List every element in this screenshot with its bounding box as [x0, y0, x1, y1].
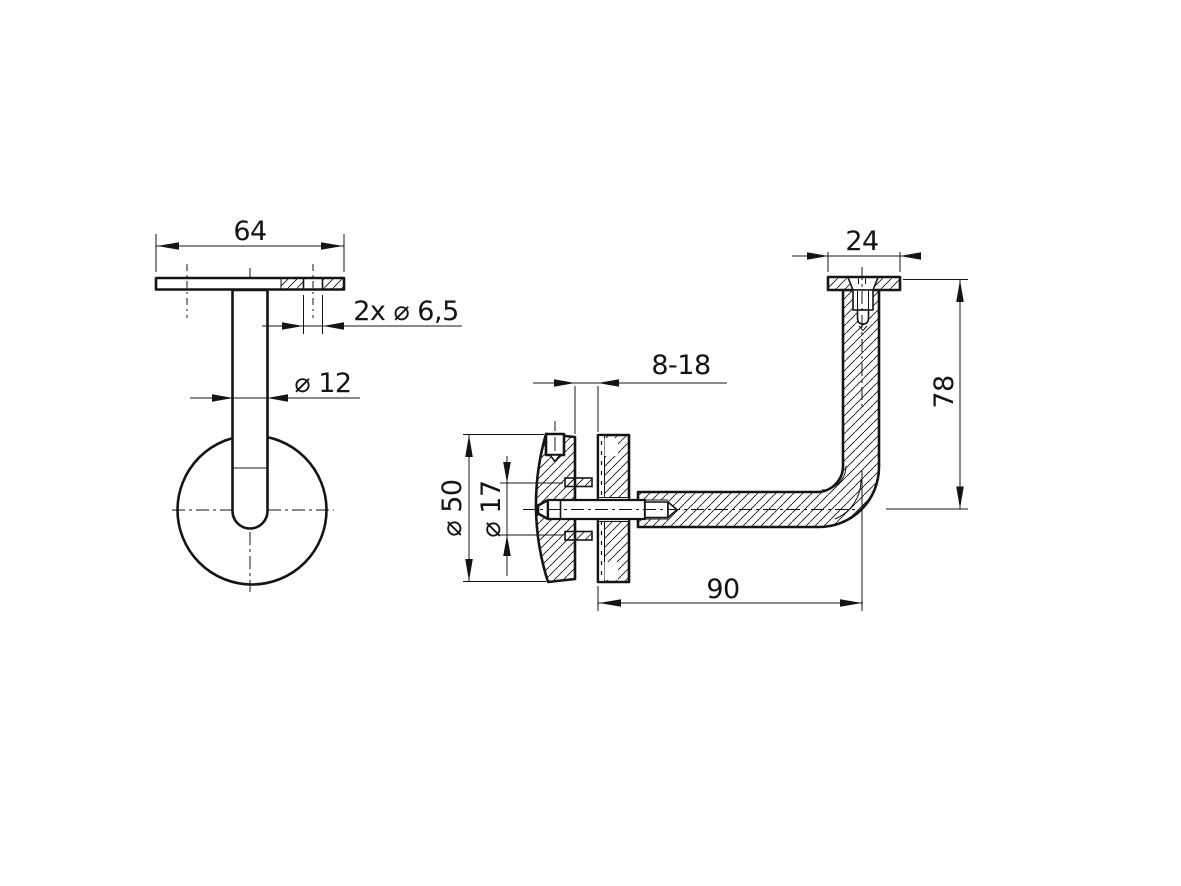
front-view: 64 2x ⌀ 6,5 ⌀ 12: [154, 216, 462, 592]
dim-90: 90: [597, 470, 863, 611]
dim-d17-label: ⌀ 17: [476, 480, 507, 537]
screw-tip: [856, 309, 870, 325]
boss-lip-bottom: [564, 530, 593, 541]
dim-24-label: 24: [845, 226, 878, 257]
plate-hatch-right: [323, 278, 343, 289]
countersunk-screw-head: [847, 276, 879, 291]
top-plate: [154, 276, 346, 291]
base-hole-top: [604, 438, 618, 456]
dim-holes: 2x ⌀ 6,5: [262, 295, 462, 334]
dim-8-18: 8-18: [533, 350, 727, 434]
dim-holes-label: 2x ⌀ 6,5: [353, 296, 459, 327]
post-shaft: [231, 288, 269, 530]
bracket-arm-section: [636, 288, 881, 529]
bend-line-inner: [821, 465, 847, 491]
dim-24: 24: [792, 226, 921, 272]
handrail-plate-hatch-left: [829, 278, 853, 289]
dim-8-18-label: 8-18: [651, 350, 710, 381]
dim-d12-label: ⌀ 12: [294, 368, 351, 399]
dim-d12: ⌀ 12: [190, 368, 360, 402]
dim-64-label: 64: [233, 216, 266, 247]
dim-64: 64: [155, 216, 345, 272]
plate-hatch-left: [281, 278, 303, 289]
dim-d50: ⌀ 50: [437, 434, 546, 582]
dim-d17: ⌀ 17: [476, 456, 563, 576]
set-screw-point: [549, 454, 561, 463]
screw-shank: [852, 289, 874, 311]
dim-90-label: 90: [706, 574, 739, 605]
side-view: 24 78: [437, 226, 968, 611]
base-hole-bottom: [604, 562, 618, 580]
dim-78: 78: [886, 279, 968, 510]
bend-line-outer: [834, 478, 862, 520]
dim-d50-label: ⌀ 50: [437, 479, 468, 536]
dim-78-label: 78: [929, 375, 960, 408]
boss-lip-top: [564, 477, 593, 488]
handrail-plate-hatch-right: [873, 278, 899, 289]
drill-point: [858, 325, 868, 332]
